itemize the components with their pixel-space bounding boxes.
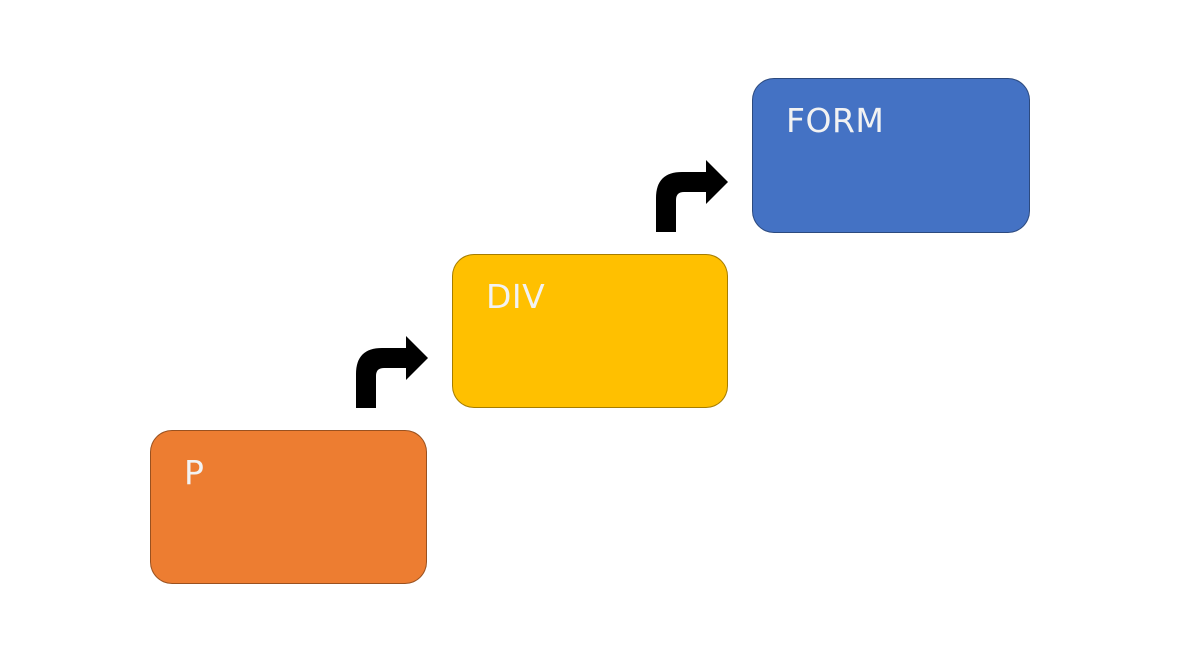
node-div-label: DIV bbox=[486, 277, 546, 316]
node-p: P bbox=[150, 430, 427, 584]
bent-up-right-arrow-icon bbox=[356, 336, 428, 408]
bent-up-right-arrow-icon bbox=[656, 160, 728, 232]
edge-p-to-div-arrow bbox=[356, 336, 428, 408]
edge-div-to-form-arrow bbox=[656, 160, 728, 232]
node-p-label: P bbox=[184, 453, 205, 492]
node-div: DIV bbox=[452, 254, 728, 408]
node-form-label: FORM bbox=[786, 101, 885, 140]
node-form: FORM bbox=[752, 78, 1030, 233]
